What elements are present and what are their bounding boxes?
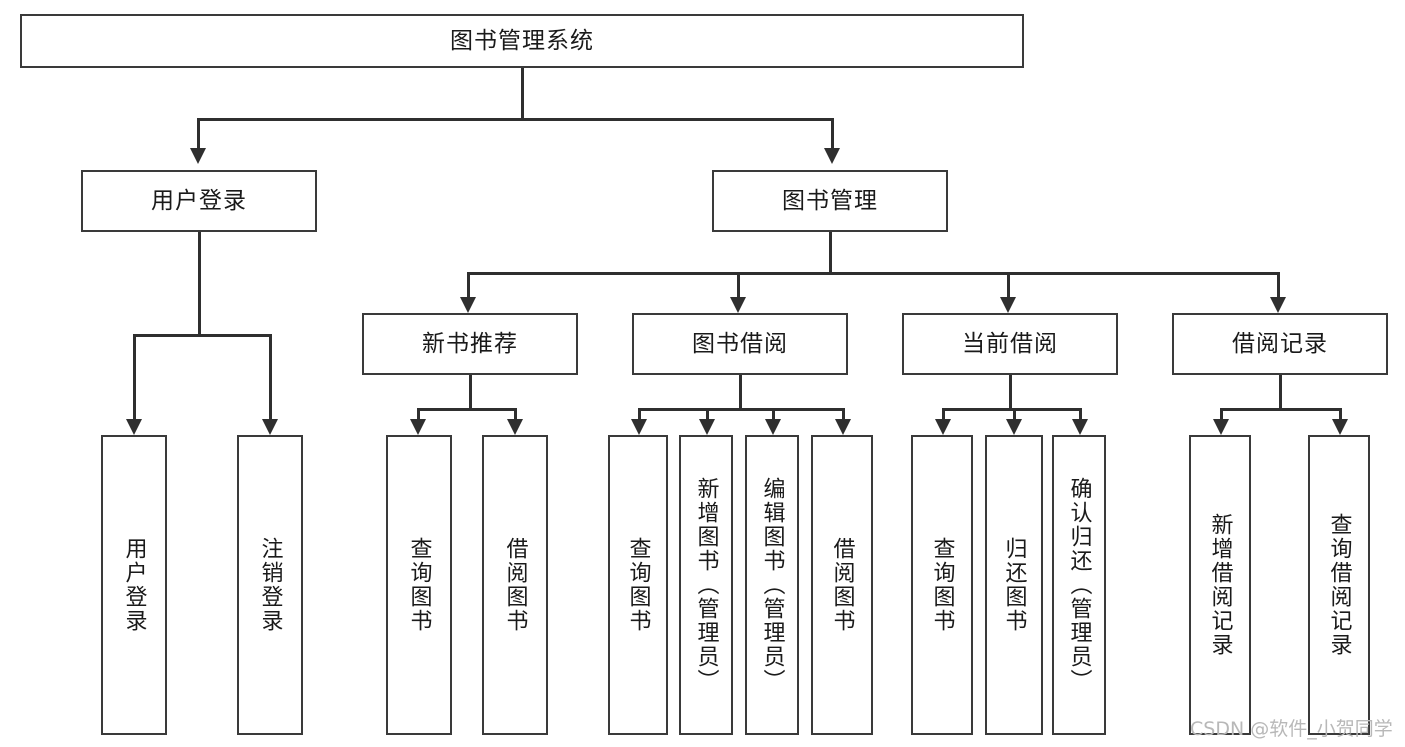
edge-bookmgmt-to-borrow — [737, 272, 740, 297]
edge-root-to-book-mgmt — [831, 118, 834, 148]
arrow-root-to-user-login — [190, 148, 206, 164]
node-user-login[interactable]: 用户登录 — [81, 170, 317, 232]
edge-root-to-user-login — [197, 118, 200, 148]
edge-borrow-to-query — [638, 408, 641, 419]
arrow-records-to-add — [1213, 419, 1229, 435]
arrow-current-to-return — [1006, 419, 1022, 435]
arrow-current-to-confirm — [1072, 419, 1088, 435]
edge-current-to-return — [1013, 408, 1016, 419]
leaf-user-login[interactable]: 用户登录 — [101, 435, 167, 735]
node-label: 编辑图书（管理员） — [759, 477, 785, 693]
leaf-edit-book-admin[interactable]: 编辑图书（管理员） — [745, 435, 799, 735]
arrow-records-to-query — [1332, 419, 1348, 435]
edge-borrow-trunk — [739, 375, 742, 410]
arrow-bookmgmt-to-newbooks — [460, 297, 476, 313]
arrow-userlogin-to-logout — [262, 419, 278, 435]
node-label: 查询图书 — [625, 537, 651, 633]
edge-borrow-to-add — [706, 408, 709, 419]
leaf-query-borrow-record[interactable]: 查询借阅记录 — [1308, 435, 1370, 735]
edge-bookmgmt-to-records — [1277, 272, 1280, 297]
edge-root-trunk — [521, 68, 524, 120]
leaf-return-book[interactable]: 归还图书 — [985, 435, 1043, 735]
edge-root-bus — [197, 118, 834, 121]
edge-bookmgmt-to-current — [1007, 272, 1010, 297]
node-new-book-recommend[interactable]: 新书推荐 — [362, 313, 578, 375]
edge-borrow-bus — [638, 408, 842, 411]
arrow-bookmgmt-to-current — [1000, 297, 1016, 313]
node-label: 注销登录 — [257, 537, 283, 633]
node-label: 借阅图书 — [829, 537, 855, 633]
node-borrow-records[interactable]: 借阅记录 — [1172, 313, 1388, 375]
node-label: 归还图书 — [1001, 537, 1027, 633]
arrow-current-to-query — [935, 419, 951, 435]
leaf-add-borrow-record[interactable]: 新增借阅记录 — [1189, 435, 1251, 735]
arrow-borrow-to-edit — [765, 419, 781, 435]
edge-records-to-query — [1339, 408, 1342, 419]
edge-newbooks-to-borrow — [514, 408, 517, 419]
arrow-borrow-to-query — [631, 419, 647, 435]
node-label: 图书管理系统 — [450, 27, 594, 54]
node-label: 确认归还（管理员） — [1066, 477, 1092, 693]
edge-bookmgmt-to-newbooks — [467, 272, 470, 297]
edge-current-to-query — [942, 408, 945, 419]
edge-records-trunk — [1279, 375, 1282, 410]
edge-bookmgmt-bus — [467, 272, 1279, 275]
arrow-userlogin-to-login — [126, 419, 142, 435]
edge-records-bus — [1220, 408, 1340, 411]
leaf-logout[interactable]: 注销登录 — [237, 435, 303, 735]
node-label: 新增图书（管理员） — [693, 477, 719, 693]
edge-current-to-confirm — [1079, 408, 1082, 419]
edge-current-bus — [942, 408, 1081, 411]
edge-userlogin-trunk — [198, 232, 201, 336]
edge-newbooks-trunk — [469, 375, 472, 410]
leaf-borrow-books-new[interactable]: 借阅图书 — [482, 435, 548, 735]
leaf-query-books-current[interactable]: 查询图书 — [911, 435, 973, 735]
node-label: 借阅记录 — [1232, 330, 1328, 357]
arrow-newbooks-to-borrow — [507, 419, 523, 435]
node-label: 图书借阅 — [692, 330, 788, 357]
node-label: 新书推荐 — [422, 330, 518, 357]
node-label: 当前借阅 — [962, 330, 1058, 357]
node-root-system[interactable]: 图书管理系统 — [20, 14, 1024, 68]
node-label: 新增借阅记录 — [1207, 513, 1233, 657]
edge-records-to-add — [1220, 408, 1223, 419]
leaf-lend-book[interactable]: 借阅图书 — [811, 435, 873, 735]
arrow-borrow-to-add — [699, 419, 715, 435]
edge-newbooks-bus — [417, 408, 517, 411]
node-current-borrow[interactable]: 当前借阅 — [902, 313, 1118, 375]
leaf-query-books-new[interactable]: 查询图书 — [386, 435, 452, 735]
arrow-borrow-to-lend — [835, 419, 851, 435]
node-label: 图书管理 — [782, 187, 878, 214]
node-label: 用户登录 — [121, 537, 147, 633]
edge-bookmgmt-trunk — [829, 232, 832, 274]
node-label: 查询借阅记录 — [1326, 513, 1352, 657]
arrow-bookmgmt-to-records — [1270, 297, 1286, 313]
edge-borrow-to-edit — [772, 408, 775, 419]
leaf-add-book-admin[interactable]: 新增图书（管理员） — [679, 435, 733, 735]
edge-newbooks-to-query — [417, 408, 420, 419]
edge-current-trunk — [1009, 375, 1012, 410]
node-label: 用户登录 — [151, 187, 247, 214]
node-book-management[interactable]: 图书管理 — [712, 170, 948, 232]
arrow-root-to-book-mgmt — [824, 148, 840, 164]
edge-borrow-to-lend — [842, 408, 845, 419]
arrow-bookmgmt-to-borrow — [730, 297, 746, 313]
node-book-borrow[interactable]: 图书借阅 — [632, 313, 848, 375]
edge-userlogin-bus — [133, 334, 271, 337]
edge-userlogin-to-logout — [269, 334, 272, 419]
node-label: 查询图书 — [929, 537, 955, 633]
node-label: 查询图书 — [406, 537, 432, 633]
leaf-query-books-borrow[interactable]: 查询图书 — [608, 435, 668, 735]
edge-userlogin-to-login — [133, 334, 136, 419]
arrow-newbooks-to-query — [410, 419, 426, 435]
leaf-confirm-return-admin[interactable]: 确认归还（管理员） — [1052, 435, 1106, 735]
csdn-watermark: CSDN @软件_小贺同学 — [1190, 718, 1393, 740]
node-label: 借阅图书 — [502, 537, 528, 633]
